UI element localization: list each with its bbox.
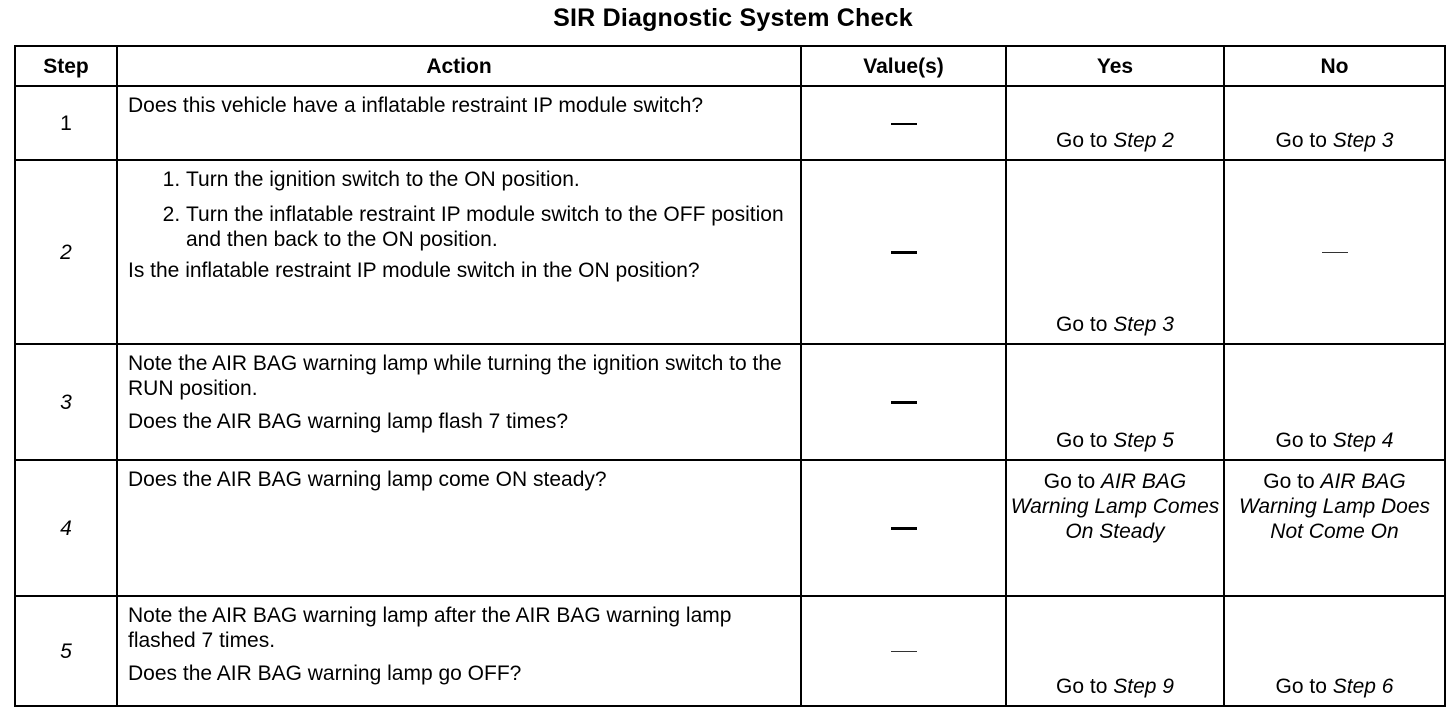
no-reference: AIR BAG Warning Lamp Does Not Come On	[1238, 470, 1431, 543]
value-cell	[800, 595, 1007, 707]
step-number: 2	[14, 159, 118, 345]
no-prefix: Go to	[1275, 129, 1333, 152]
action-cell: Does this vehicle have a inflatable rest…	[116, 85, 802, 161]
no-prefix: Go to	[1263, 470, 1321, 493]
header-action: Action	[116, 45, 802, 87]
step-number: 4	[14, 459, 118, 597]
step-number: 3	[14, 343, 118, 461]
value-cell	[800, 459, 1007, 597]
dash-mark	[890, 401, 917, 405]
yes-reference: Step 2	[1113, 129, 1174, 152]
yes-reference: Step 9	[1113, 675, 1174, 698]
step-number: 5	[14, 595, 118, 707]
yes-prefix: Go to	[1056, 313, 1114, 336]
yes-reference: AIR BAG Warning Lamp Comes On Steady	[1010, 470, 1220, 543]
no-reference: Step 6	[1332, 675, 1394, 698]
no-prefix: Go to	[1275, 429, 1333, 452]
no-reference: Step 4	[1332, 429, 1394, 452]
action-text: Note the AIR BAG warning lamp while turn…	[128, 352, 782, 400]
yes-cell: Go to Step 9	[1005, 595, 1225, 707]
no-cell: Go to Step 4	[1223, 343, 1446, 461]
yes-prefix: Go to	[1056, 675, 1114, 698]
dash-mark	[890, 527, 917, 531]
step-number: 1	[14, 85, 118, 161]
no-reference: Step 3	[1332, 129, 1394, 152]
table-row: 5 Note the AIR BAG warning lamp after th…	[14, 595, 1446, 707]
action-text: Does the AIR BAG warning lamp come ON st…	[128, 468, 607, 491]
dash-mark	[890, 651, 917, 653]
header-step: Step	[14, 45, 118, 87]
yes-cell: Go to Step 5	[1005, 343, 1225, 461]
action-question: Is the inflatable restraint IP module sw…	[128, 259, 700, 282]
yes-prefix: Go to	[1056, 429, 1114, 452]
page-title: SIR Diagnostic System Check	[553, 4, 913, 32]
action-text: Note the AIR BAG warning lamp after the …	[128, 604, 732, 652]
dash-mark	[890, 251, 917, 255]
action-cell: Does the AIR BAG warning lamp come ON st…	[116, 459, 802, 597]
no-cell: Go to Step 3	[1223, 85, 1446, 161]
table-row: 3 Note the AIR BAG warning lamp while tu…	[14, 343, 1446, 461]
list-item: Turn the inflatable restraint IP module …	[186, 202, 790, 252]
no-cell	[1223, 159, 1446, 345]
table-row: 1 Does this vehicle have a inflatable re…	[14, 85, 1446, 161]
header-no: No	[1223, 45, 1446, 87]
yes-prefix: Go to	[1043, 470, 1101, 493]
value-cell	[800, 159, 1007, 345]
action-cell: Turn the ignition switch to the ON posit…	[116, 159, 802, 345]
header-values: Value(s)	[800, 45, 1007, 87]
yes-cell: Go to Step 2	[1005, 85, 1225, 161]
no-cell: Go to Step 6	[1223, 595, 1446, 707]
diagnostic-table: Step Action Value(s) Yes No 1 Does this …	[14, 45, 1446, 707]
action-question: Does the AIR BAG warning lamp flash 7 ti…	[128, 410, 569, 433]
action-steps-list: Turn the ignition switch to the ON posit…	[128, 167, 790, 252]
no-cell: Go to AIR BAG Warning Lamp Does Not Come…	[1223, 459, 1446, 597]
header-yes: Yes	[1005, 45, 1225, 87]
action-cell: Note the AIR BAG warning lamp while turn…	[116, 343, 802, 461]
list-item: Turn the ignition switch to the ON posit…	[186, 167, 790, 192]
value-cell	[800, 343, 1007, 461]
table-header-row: Step Action Value(s) Yes No	[14, 45, 1446, 87]
yes-reference: Step 3	[1113, 313, 1174, 336]
no-prefix: Go to	[1275, 675, 1333, 698]
yes-reference: Step 5	[1113, 429, 1174, 452]
dash-mark	[890, 122, 917, 125]
action-cell: Note the AIR BAG warning lamp after the …	[116, 595, 802, 707]
yes-prefix: Go to	[1056, 129, 1114, 152]
value-cell	[800, 85, 1007, 161]
yes-cell: Go to Step 3	[1005, 159, 1225, 345]
action-text: Does this vehicle have a inflatable rest…	[128, 94, 704, 117]
yes-cell: Go to AIR BAG Warning Lamp Comes On Stea…	[1005, 459, 1225, 597]
table-row: 2 Turn the ignition switch to the ON pos…	[14, 159, 1446, 345]
table-row: 4 Does the AIR BAG warning lamp come ON …	[14, 459, 1446, 597]
dash-mark	[1321, 252, 1348, 254]
